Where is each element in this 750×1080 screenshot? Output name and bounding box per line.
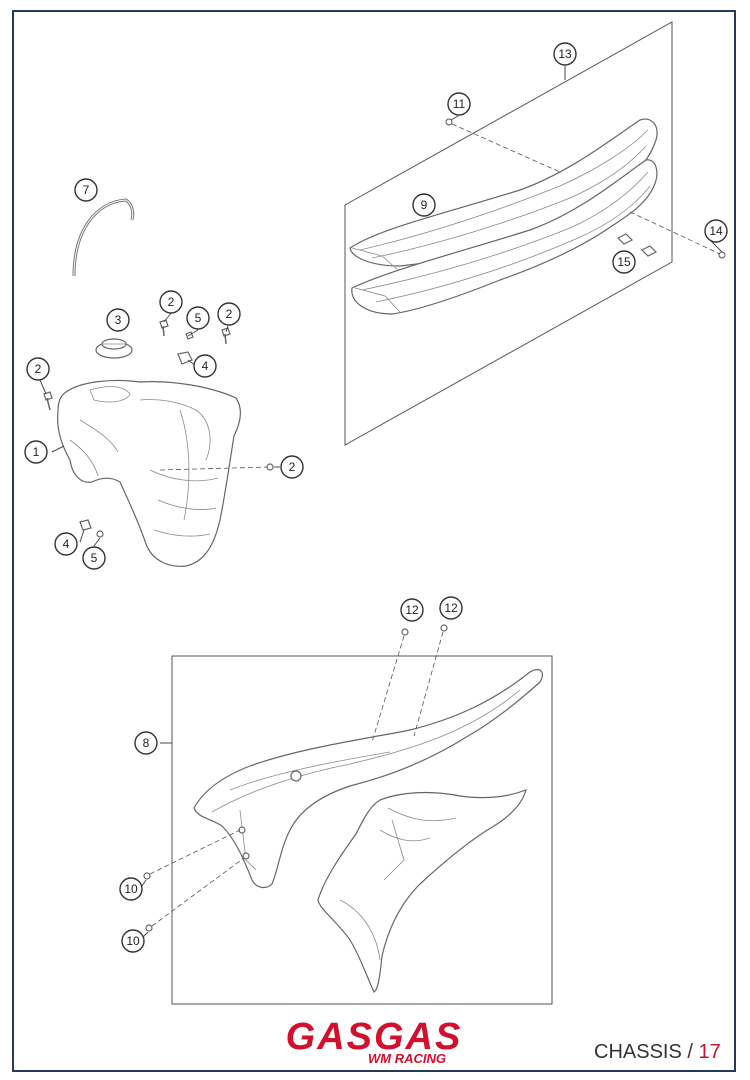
svg-text:13: 13 (558, 47, 572, 61)
callout-number: 13 (553, 42, 577, 66)
footer-page-number: 17 (698, 1041, 721, 1063)
svg-text:4: 4 (63, 537, 70, 551)
svg-text:2: 2 (226, 307, 233, 321)
svg-text:7: 7 (83, 183, 90, 197)
svg-text:9: 9 (421, 198, 428, 212)
svg-text:12: 12 (405, 603, 419, 617)
fasteners (43, 319, 274, 538)
fuel-cap (95, 338, 133, 359)
page-border (12, 10, 736, 1072)
fuel-tank (57, 379, 271, 567)
svg-text:5: 5 (91, 551, 98, 565)
svg-text:4: 4 (202, 359, 209, 373)
svg-text:2: 2 (35, 362, 42, 376)
callout-number: 4 (54, 532, 78, 556)
svg-text:8: 8 (143, 736, 150, 750)
callout-number: 12 (439, 596, 463, 620)
callout-number: 14 (704, 219, 728, 243)
callout-number: 2 (280, 455, 304, 479)
svg-text:10: 10 (124, 882, 138, 896)
svg-text:2: 2 (289, 460, 296, 474)
side-cover-screws-12 (371, 624, 448, 743)
callout-number: 4 (193, 354, 217, 378)
callout-number: 8 (134, 731, 158, 755)
footer-separator: / (681, 1041, 699, 1063)
callout-number: 9 (412, 193, 436, 217)
svg-text:3: 3 (115, 313, 122, 327)
callout-number: 10 (121, 929, 145, 953)
callout-number: 11 (447, 92, 471, 116)
side-cover-screws-10 (143, 829, 245, 932)
svg-text:10: 10 (126, 934, 140, 948)
seat-part (349, 118, 658, 315)
callout-number: 5 (186, 306, 210, 330)
svg-text:11: 11 (453, 97, 466, 111)
vent-hose (72, 198, 135, 277)
brand-subtitle: WM RACING (368, 1051, 446, 1066)
footer-section: CHASSIS (594, 1041, 682, 1063)
side-cover-left (193, 669, 543, 889)
brand-name: GASGAS (285, 1016, 463, 1058)
gasgas-logo: GASGAS WM RACING (262, 1018, 486, 1070)
svg-text:15: 15 (617, 255, 631, 269)
callout-number: 2 (159, 290, 183, 314)
callout-number: 5 (82, 546, 106, 570)
side-cover-group-box (171, 655, 553, 1005)
footer-section-label: CHASSIS / 17 (594, 1040, 721, 1064)
callout-number: 15 (612, 250, 636, 274)
svg-text:5: 5 (195, 311, 202, 325)
callout-number: 1 (24, 440, 48, 464)
callout-number: 12 (400, 598, 424, 622)
callout-number: 3 (106, 308, 130, 332)
seat-clips-15 (616, 233, 658, 257)
side-cover-right (317, 789, 527, 993)
callout-number: 2 (217, 302, 241, 326)
seat-group-box (344, 21, 673, 446)
callout-number: 2 (26, 357, 50, 381)
seat-screw-11 (445, 118, 561, 173)
callout-number: 10 (119, 877, 143, 901)
svg-text:14: 14 (709, 224, 723, 238)
svg-text:2: 2 (168, 295, 175, 309)
svg-text:1: 1 (33, 445, 40, 459)
callout-number: 7 (74, 178, 98, 202)
svg-text:12: 12 (444, 601, 458, 615)
